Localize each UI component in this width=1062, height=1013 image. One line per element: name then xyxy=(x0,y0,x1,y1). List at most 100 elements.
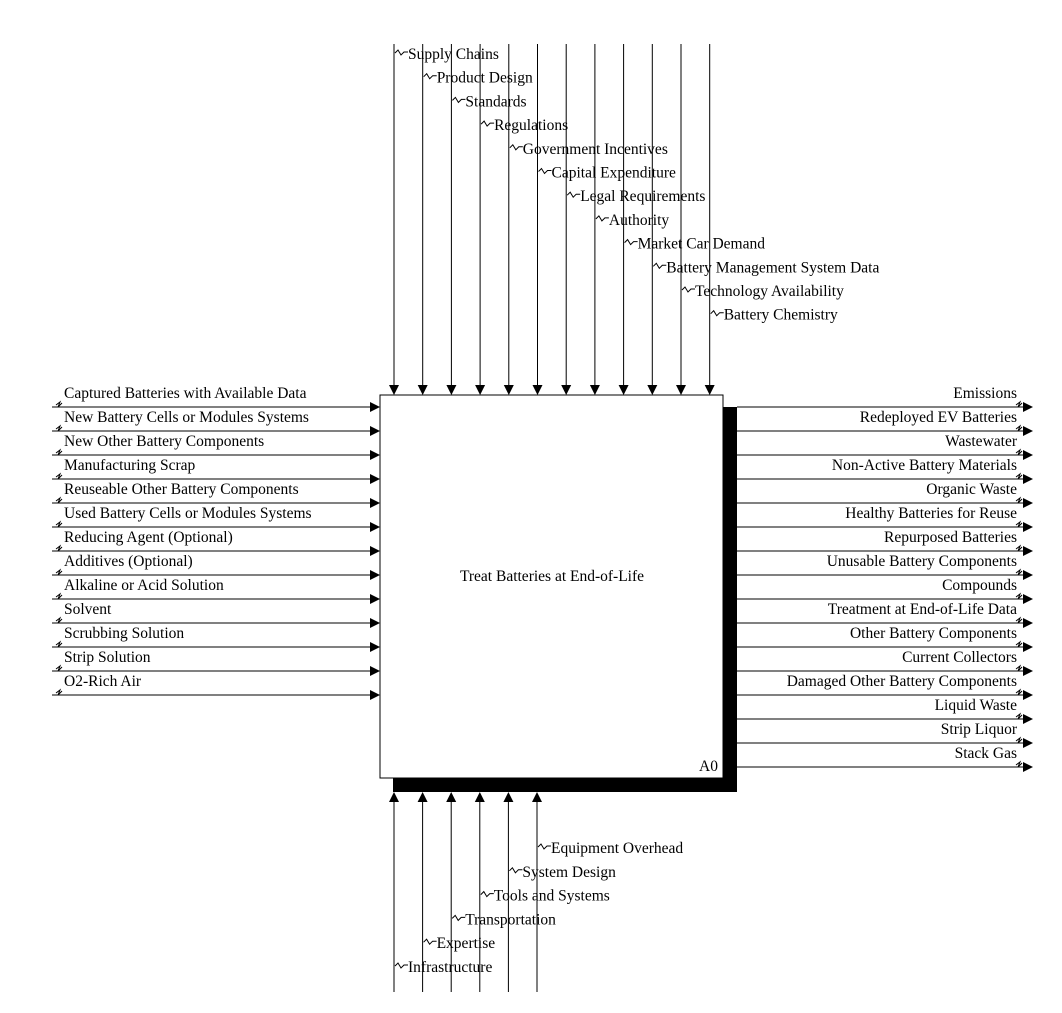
arrowhead xyxy=(1023,450,1033,460)
label-squiggle xyxy=(1015,472,1023,480)
arrowhead xyxy=(1023,474,1033,484)
arrowhead xyxy=(370,546,380,556)
label-squiggle xyxy=(537,843,551,850)
mechanism-arrow-transportation[interactable]: Transportation xyxy=(446,792,556,992)
arrowhead xyxy=(561,385,572,395)
input-arrow-manufacturing-scrap[interactable]: Manufacturing Scrap xyxy=(52,457,380,484)
control-arrow-regulations[interactable]: Regulations xyxy=(475,44,568,395)
output-label: Damaged Other Battery Components xyxy=(787,673,1017,690)
label-squiggle xyxy=(55,400,63,408)
label-squiggle xyxy=(1015,664,1023,672)
arrowhead xyxy=(370,594,380,604)
input-arrow-scrubbing-solution[interactable]: Scrubbing Solution xyxy=(52,625,380,652)
arrowhead xyxy=(370,618,380,628)
mechanism-arrow-system-design[interactable]: System Design xyxy=(503,792,616,992)
input-arrow-reuseable-other-battery-components[interactable]: Reuseable Other Battery Components xyxy=(52,481,380,508)
control-arrow-market-car-demand[interactable]: Market Car Demand xyxy=(618,44,766,395)
output-arrow-compounds[interactable]: Compounds xyxy=(737,577,1033,604)
input-arrow-additives-optional[interactable]: Additives (Optional) xyxy=(52,553,380,580)
output-arrow-unusable-battery-components[interactable]: Unusable Battery Components xyxy=(737,553,1033,580)
input-label: New Other Battery Components xyxy=(64,433,264,450)
input-arrow-o2-rich-air[interactable]: O2-Rich Air xyxy=(52,673,380,700)
output-arrow-redeployed-ev-batteries[interactable]: Redeployed EV Batteries xyxy=(737,409,1033,436)
input-label: Reducing Agent (Optional) xyxy=(64,529,233,546)
input-arrow-strip-solution[interactable]: Strip Solution xyxy=(52,649,380,676)
input-arrow-solvent[interactable]: Solvent xyxy=(52,601,380,628)
output-label: Unusable Battery Components xyxy=(827,553,1017,570)
arrowhead xyxy=(370,690,380,700)
output-arrow-healthy-batteries-for-reuse[interactable]: Healthy Batteries for Reuse xyxy=(737,505,1033,532)
control-arrow-supply-chains[interactable]: Supply Chains xyxy=(389,44,499,395)
control-label: Standards xyxy=(465,93,526,110)
output-arrow-strip-liquor[interactable]: Strip Liquor xyxy=(737,721,1033,748)
label-squiggle xyxy=(394,962,408,969)
activity-box[interactable]: Treat Batteries at End-of-Life A0 xyxy=(379,394,724,779)
arrowhead xyxy=(370,570,380,580)
label-squiggle xyxy=(55,688,63,696)
label-squiggle xyxy=(480,120,495,127)
label-squiggle xyxy=(452,96,466,104)
output-arrow-organic-waste[interactable]: Organic Waste xyxy=(737,481,1033,508)
control-arrow-standards[interactable]: Standards xyxy=(446,44,527,395)
label-squiggle xyxy=(1015,712,1023,720)
output-arrow-liquid-waste[interactable]: Liquid Waste xyxy=(737,697,1033,724)
mechanism-arrow-equipment-overhead[interactable]: Equipment Overhead xyxy=(532,792,683,992)
output-arrow-other-battery-components[interactable]: Other Battery Components xyxy=(737,625,1033,652)
output-arrow-wastewater[interactable]: Wastewater xyxy=(737,433,1033,460)
label-squiggle xyxy=(1015,496,1023,504)
control-arrow-technology-availability[interactable]: Technology Availability xyxy=(676,44,844,395)
label-squiggle xyxy=(1015,760,1023,768)
output-arrow-treatment-at-end-of-life-data[interactable]: Treatment at End-of-Life Data xyxy=(737,601,1033,628)
arrowhead xyxy=(370,642,380,652)
input-arrow-new-other-battery-components[interactable]: New Other Battery Components xyxy=(52,433,380,460)
label-squiggle xyxy=(652,262,667,270)
control-arrow-capital-expenditure[interactable]: Capital Expenditure xyxy=(532,44,677,395)
input-label: Strip Solution xyxy=(64,649,151,666)
output-arrow-stack-gas[interactable]: Stack Gas xyxy=(737,745,1033,772)
output-label: Organic Waste xyxy=(926,481,1017,498)
control-arrow-battery-management-system-data[interactable]: Battery Management System Data xyxy=(647,44,879,395)
arrowhead xyxy=(503,385,514,395)
label-squiggle xyxy=(55,568,63,576)
control-arrow-legal-requirements[interactable]: Legal Requirements xyxy=(561,44,705,395)
output-arrow-repurposed-batteries[interactable]: Repurposed Batteries xyxy=(737,529,1033,556)
output-arrow-emissions[interactable]: Emissions xyxy=(737,385,1033,412)
arrowhead xyxy=(618,385,629,395)
control-label: Battery Chemistry xyxy=(724,307,838,324)
control-arrow-battery-chemistry[interactable]: Battery Chemistry xyxy=(704,44,838,395)
mechanism-arrow-infrastructure[interactable]: Infrastructure xyxy=(389,792,492,992)
output-label: Liquid Waste xyxy=(935,697,1018,714)
input-arrow-alkaline-or-acid-solution[interactable]: Alkaline or Acid Solution xyxy=(52,577,380,604)
label-squiggle xyxy=(55,496,63,504)
input-arrow-reducing-agent-optional[interactable]: Reducing Agent (Optional) xyxy=(52,529,380,556)
arrowhead xyxy=(1023,570,1033,580)
label-squiggle xyxy=(55,640,63,648)
label-squiggle xyxy=(681,286,695,293)
arrowhead xyxy=(1023,546,1033,556)
label-squiggle xyxy=(1015,568,1023,576)
output-label: Stack Gas xyxy=(955,745,1017,762)
label-squiggle xyxy=(1015,544,1023,552)
output-arrow-non-active-battery-materials[interactable]: Non-Active Battery Materials xyxy=(737,457,1033,484)
control-label: Supply Chains xyxy=(408,46,499,63)
output-label: Current Collectors xyxy=(902,649,1017,666)
control-label: Market Car Demand xyxy=(638,236,766,253)
label-squiggle xyxy=(509,866,523,874)
arrowhead xyxy=(370,666,380,676)
mechanism-label: Tools and Systems xyxy=(494,888,610,905)
input-arrow-used-battery-cells-or-modules-systems[interactable]: Used Battery Cells or Modules Systems xyxy=(52,505,380,532)
mechanism-arrow-tools-and-systems[interactable]: Tools and Systems xyxy=(474,792,610,992)
output-arrow-current-collectors[interactable]: Current Collectors xyxy=(737,649,1033,676)
label-squiggle xyxy=(451,914,466,922)
arrowhead xyxy=(417,792,428,802)
input-label: Manufacturing Scrap xyxy=(64,457,196,474)
input-arrow-captured-batteries-with-available-data[interactable]: Captured Batteries with Available Data xyxy=(52,385,380,412)
input-arrow-new-battery-cells-or-modules-systems[interactable]: New Battery Cells or Modules Systems xyxy=(52,409,380,436)
control-arrow-authority[interactable]: Authority xyxy=(589,44,670,395)
control-label: Battery Management System Data xyxy=(666,259,879,276)
output-label: Non-Active Battery Materials xyxy=(832,457,1017,474)
output-arrow-damaged-other-battery-components[interactable]: Damaged Other Battery Components xyxy=(737,673,1033,700)
control-label: Regulations xyxy=(494,117,568,134)
